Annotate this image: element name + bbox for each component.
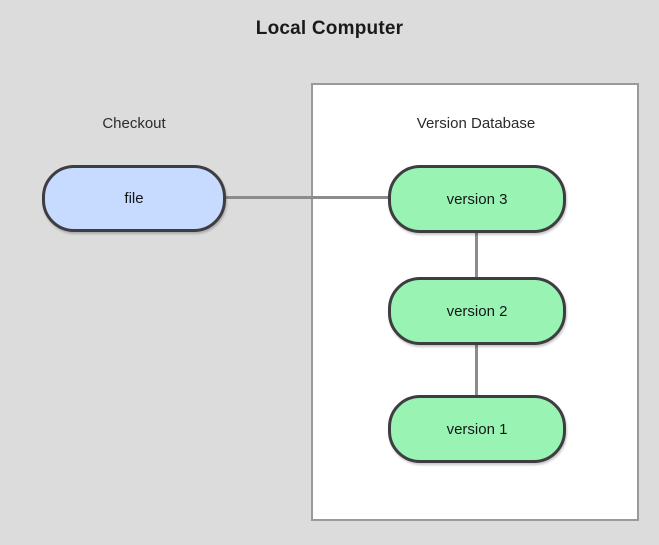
node-file[interactable]: file (42, 165, 226, 232)
connector-version2-to-version1 (475, 344, 478, 397)
node-version-2[interactable]: version 2 (388, 277, 566, 345)
node-version-3[interactable]: version 3 (388, 165, 566, 233)
connector-version3-to-version2 (475, 231, 478, 279)
checkout-group-label: Checkout (102, 115, 166, 132)
version-database-group-label: Version Database (416, 115, 536, 132)
page-title: Local Computer (255, 18, 404, 39)
connector-file-to-version3 (224, 196, 390, 199)
node-version-1[interactable]: version 1 (388, 395, 566, 463)
